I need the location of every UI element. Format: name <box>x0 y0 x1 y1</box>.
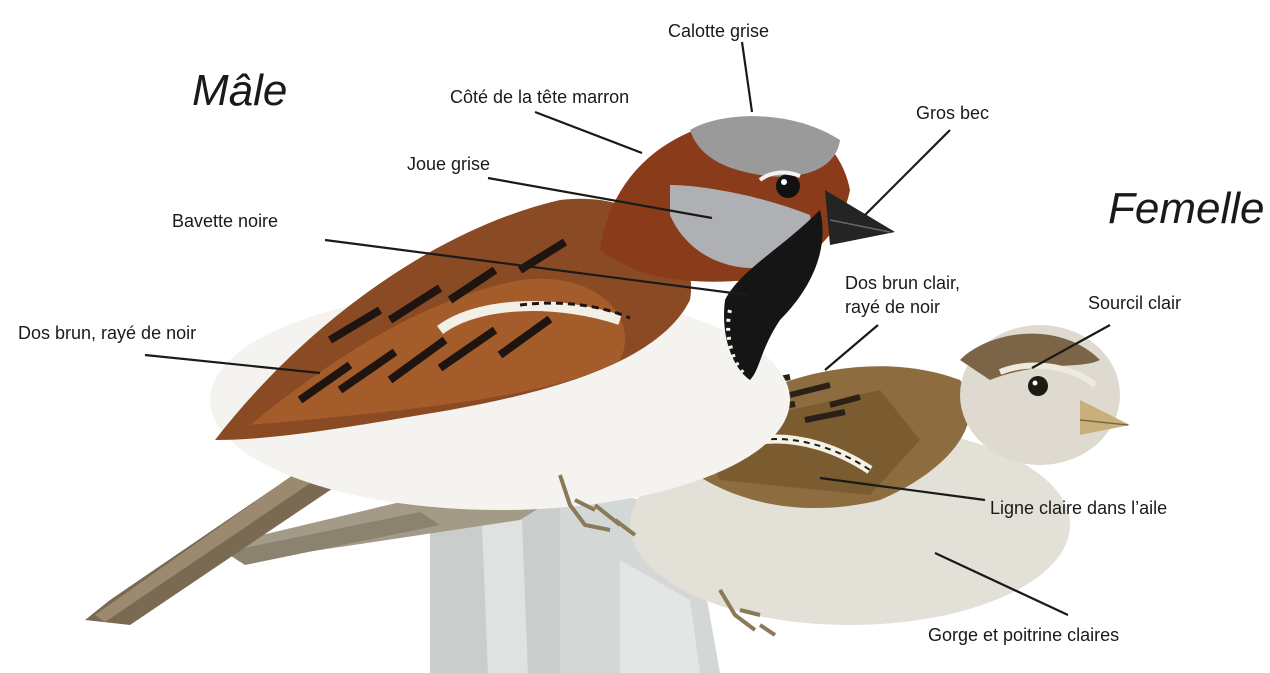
label-dos-brun: Dos brun, rayé de noir <box>18 322 196 344</box>
label-calotte-grise: Calotte grise <box>668 20 769 42</box>
leader-cote-tete <box>535 112 642 153</box>
label-cote-tete: Côté de la tête marron <box>450 86 629 108</box>
label-sourcil-clair: Sourcil clair <box>1088 292 1181 314</box>
label-dos-brun-clair-line2: rayé de noir <box>845 296 940 318</box>
leader-calotte <box>742 42 752 112</box>
leader-gros-bec <box>865 130 950 215</box>
label-ligne-claire: Ligne claire dans l’aile <box>990 497 1167 519</box>
male-title: Mâle <box>192 66 287 116</box>
label-bavette-noire: Bavette noire <box>172 210 278 232</box>
label-gros-bec: Gros bec <box>916 102 989 124</box>
label-joue-grise: Joue grise <box>407 153 490 175</box>
label-dos-brun-clair-line1: Dos brun clair, <box>845 272 960 294</box>
leader-dos-brun-clair <box>825 325 878 370</box>
label-gorge-poitrine: Gorge et poitrine claires <box>928 624 1119 646</box>
female-title: Femelle <box>1108 184 1265 234</box>
